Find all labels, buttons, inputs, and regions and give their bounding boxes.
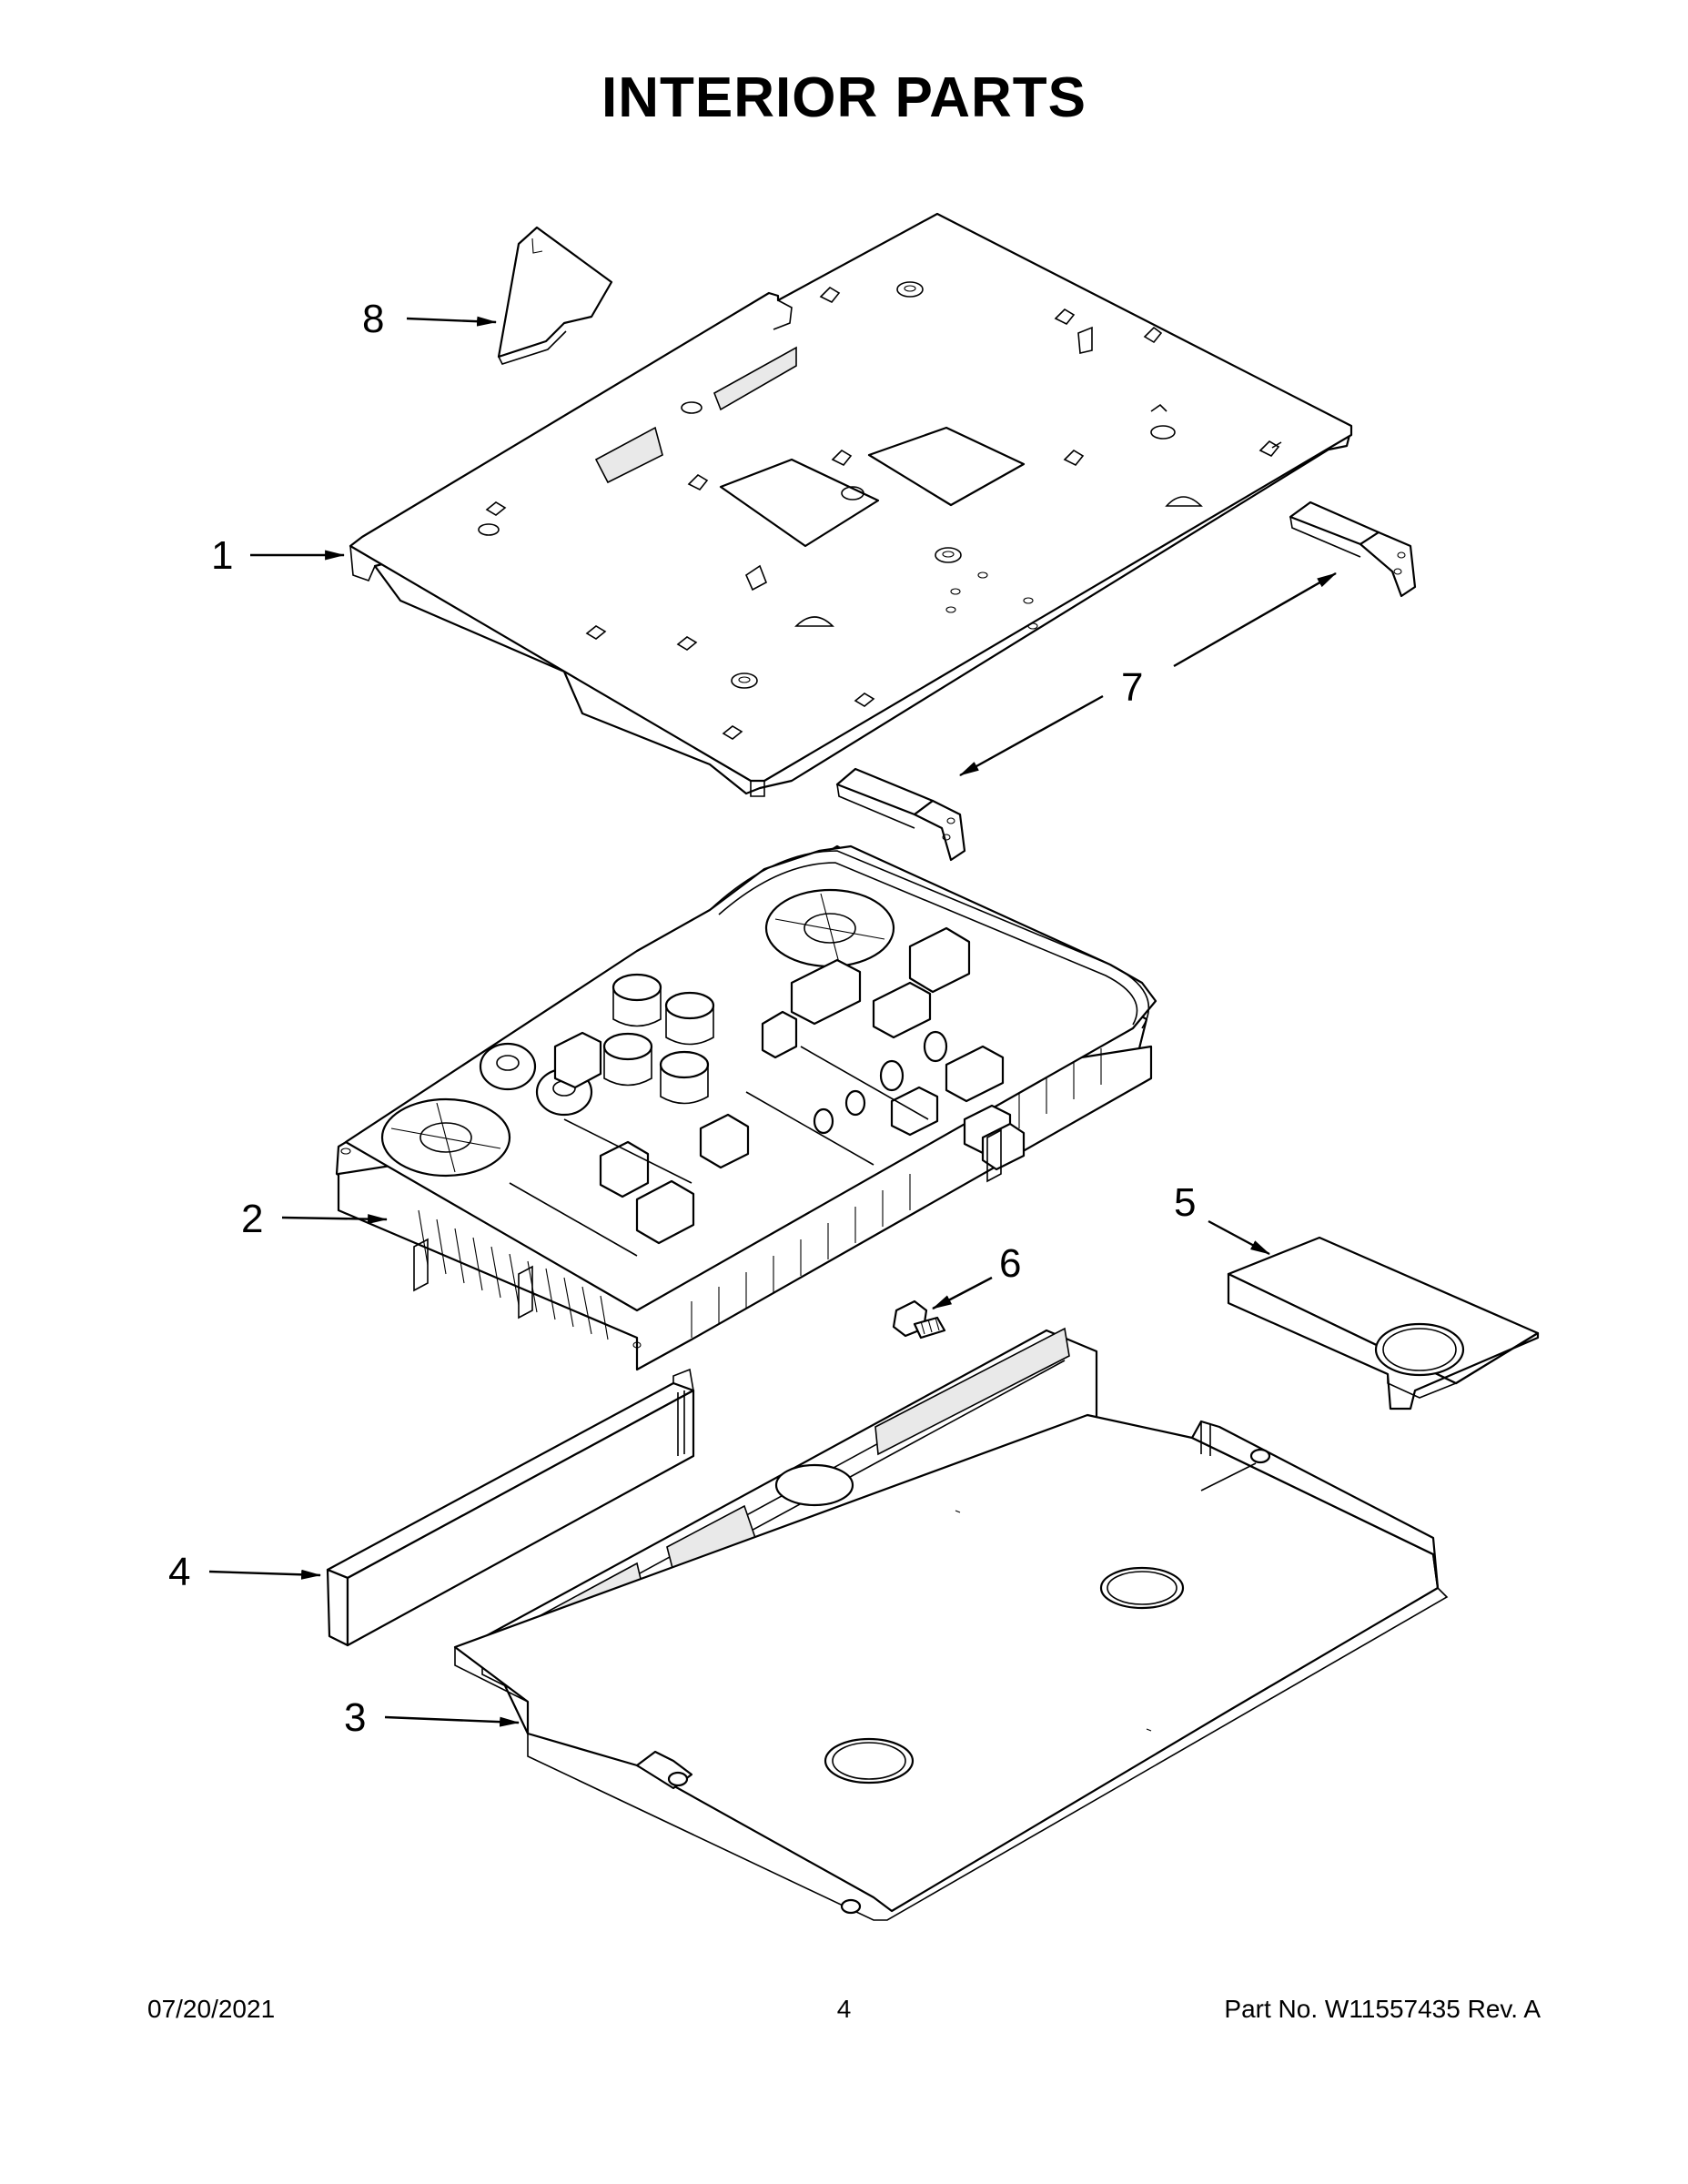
callout-8: 8	[362, 297, 498, 341]
page-title: INTERIOR PARTS	[601, 66, 1087, 129]
callout-6: 6	[932, 1241, 1021, 1310]
part-2-induction-module[interactable]	[335, 844, 1157, 1371]
callout-2: 2	[241, 1197, 389, 1241]
part-7-bracket-left[interactable]	[835, 767, 966, 862]
callout-1: 1	[211, 533, 346, 578]
svg-text:5: 5	[1174, 1180, 1196, 1225]
callout-3: 3	[344, 1695, 521, 1740]
part-7-bracket-right[interactable]	[1289, 500, 1417, 598]
callout-5: 5	[1174, 1180, 1270, 1256]
svg-text:2: 2	[241, 1197, 263, 1241]
svg-text:7: 7	[1121, 665, 1143, 710]
part-3-base-pan[interactable]	[453, 1327, 1449, 1921]
part-6-screw[interactable]	[892, 1299, 946, 1340]
callout-7: 7	[959, 571, 1337, 777]
footer-part-number: Part No. W11557435 Rev. A	[1224, 1995, 1541, 2023]
svg-text:1: 1	[211, 533, 233, 578]
part-5-cover[interactable]	[1227, 1236, 1540, 1410]
svg-text:3: 3	[344, 1695, 366, 1740]
part-4-side-panel[interactable]	[326, 1368, 695, 1647]
part-8-bracket[interactable]	[497, 226, 613, 365]
svg-text:4: 4	[168, 1550, 190, 1594]
svg-text:6: 6	[999, 1241, 1021, 1286]
callout-4: 4	[168, 1550, 322, 1594]
svg-text:8: 8	[362, 297, 384, 341]
footer-date: 07/20/2021	[147, 1995, 276, 2023]
part-1-top-plate[interactable]	[349, 212, 1353, 797]
footer-page-number: 4	[836, 1995, 852, 2023]
